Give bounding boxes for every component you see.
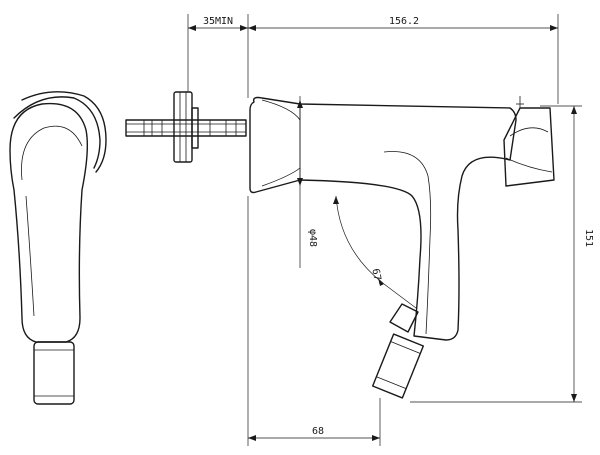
flange-plate [173, 91, 193, 163]
front-view [9, 91, 107, 405]
dim-spout-offset: 68 [312, 426, 324, 437]
aerator [371, 333, 425, 399]
lever-handle [503, 107, 555, 187]
front-view-cylinder [33, 341, 75, 405]
wall-fixing [125, 91, 247, 163]
dim-length: 156.2 [389, 16, 419, 27]
dim-diameter: φ48 [307, 229, 318, 247]
dimension-lines [187, 14, 582, 446]
dim-angle: 67° [369, 268, 383, 288]
side-view [249, 96, 555, 399]
dim-wall-depth: 35MIN [203, 16, 233, 27]
dim-height: 151 [583, 229, 594, 247]
